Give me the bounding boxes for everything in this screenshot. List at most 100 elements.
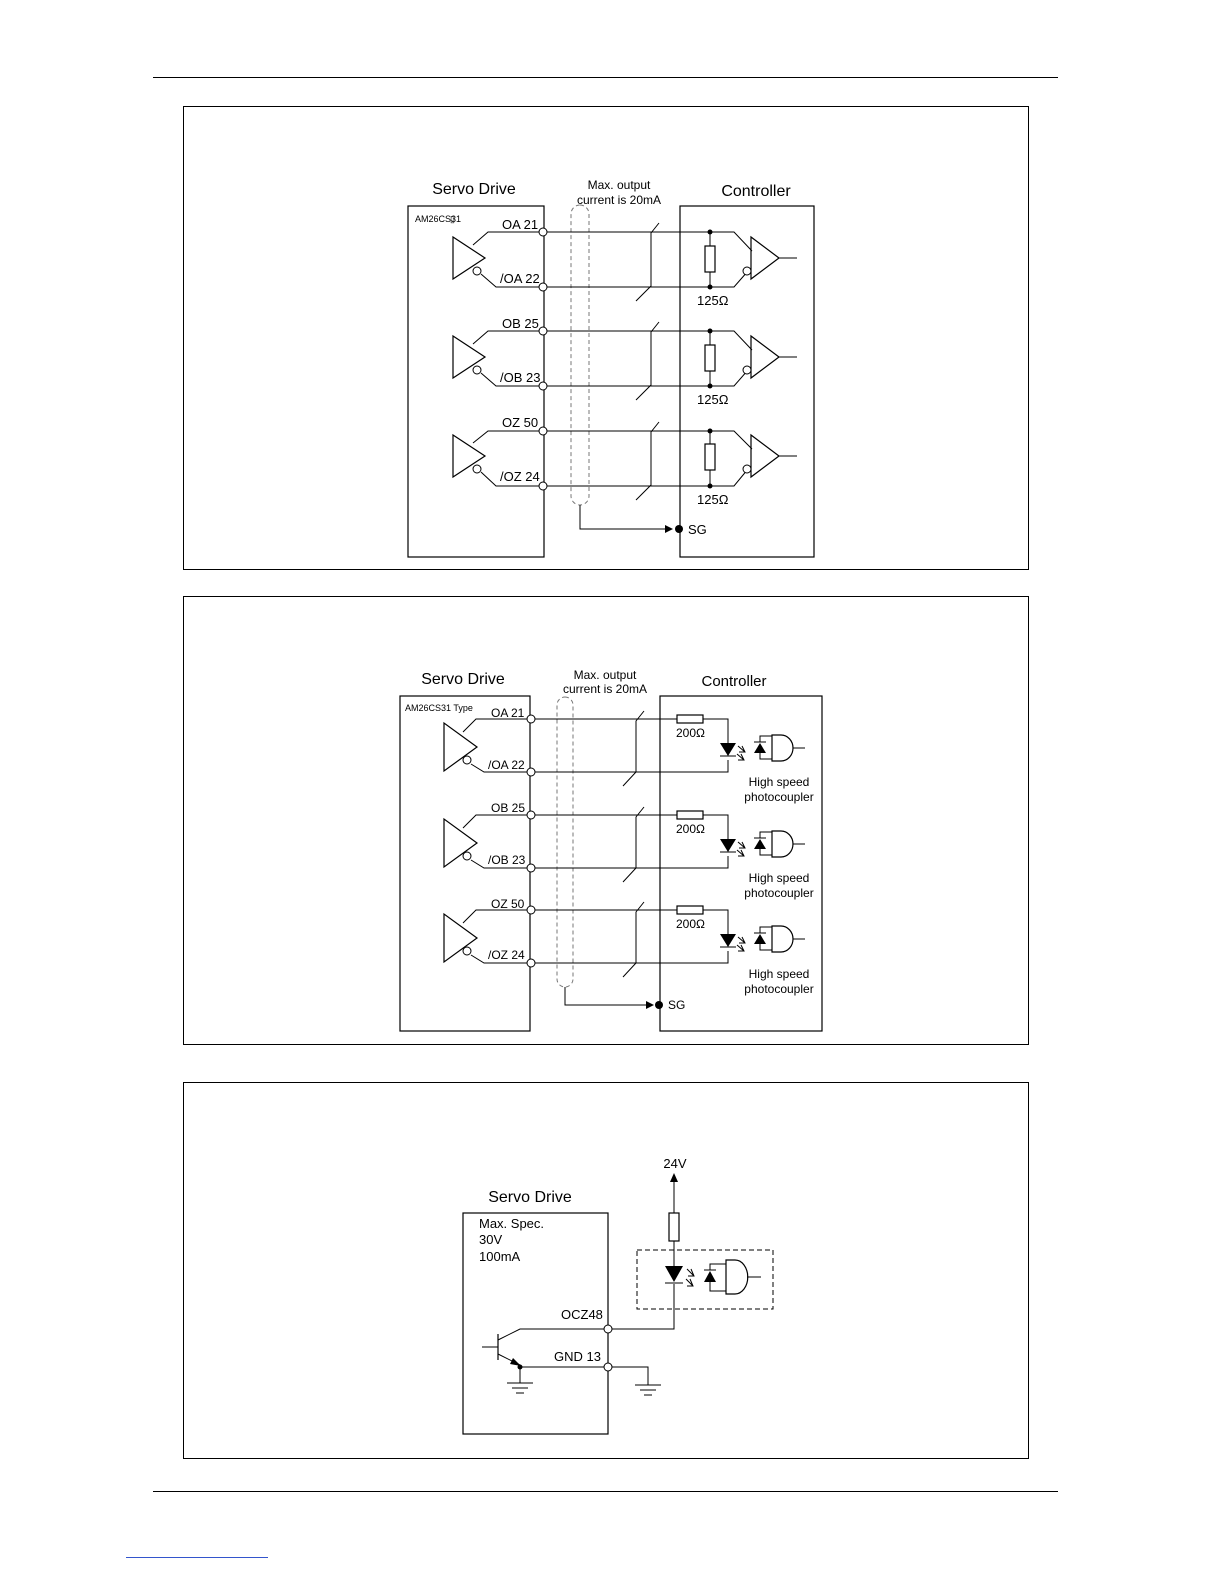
servo-drive-box [462, 1212, 609, 1435]
spec-line-1: Max. Spec. [479, 1216, 544, 1231]
series-resistor-b [676, 810, 704, 820]
pin-label-oa: OA 21 [491, 706, 525, 720]
ground-icon [507, 1382, 533, 1394]
driver-chip-label: AM26CS31 Type [405, 703, 473, 713]
line-receiver-b [750, 334, 780, 380]
coupler-label-b-line1: High speed [749, 871, 810, 885]
controller-box [679, 205, 815, 558]
led-diode-icon [720, 934, 736, 947]
terminal-ocz [603, 1324, 613, 1334]
diagram-panel-1: Servo Drive Controller Max. output curre… [183, 106, 1029, 570]
terminal-noa [538, 282, 548, 292]
line-driver-a [452, 235, 487, 281]
photodiode-icon [704, 1271, 716, 1282]
led-diode-icon [665, 1266, 683, 1282]
led-diode-icon [720, 743, 736, 756]
sg-label: SG [688, 522, 707, 537]
resistor-value-b: 125Ω [697, 392, 729, 407]
channel-b: OB 25 /OB 23 125Ω [452, 316, 797, 407]
coupler-label-a-line1: High speed [749, 775, 810, 789]
npn-transistor-icon [482, 1328, 608, 1366]
line-driver-wiring-diagram: Servo Drive Controller Max. output curre… [407, 178, 815, 558]
coupler-label-a-line2: photocoupler [744, 790, 813, 804]
channel-a: OA 21 /OA 22 125Ω [452, 217, 797, 308]
terminal-nob [526, 863, 536, 873]
photodiode-icon [754, 934, 766, 944]
terminal-nob [538, 381, 548, 391]
pin-label-ob: OB 25 [491, 801, 525, 815]
line-receiver-a [750, 235, 780, 281]
spec-line-2: 30V [479, 1232, 502, 1247]
channel-z: OZ 50 /OZ 24 125Ω [452, 415, 797, 507]
photodiode-icon [754, 839, 766, 849]
pin-label-gnd: GND 13 [554, 1349, 601, 1364]
controller-box [659, 695, 823, 1032]
spec-line-3: 100mA [479, 1249, 521, 1264]
terminal-oa [526, 714, 536, 724]
shield-ground-wire [564, 987, 652, 1006]
supply-voltage-label: 24V [663, 1156, 686, 1171]
series-resistor-a [676, 714, 704, 724]
line-driver-z [443, 912, 479, 964]
coupler-label-z-line2: photocoupler [744, 982, 813, 996]
ground-icon [635, 1384, 661, 1396]
arrow-up-icon [670, 1173, 678, 1182]
pin-label-ocz: OCZ48 [561, 1307, 603, 1322]
diagram-panel-3: Servo Drive Max. Spec. 30V 100mA OCZ48 G… [183, 1082, 1029, 1459]
max-current-label: current is 20mA [563, 682, 647, 696]
resistor-value-z: 125Ω [697, 492, 729, 507]
terminating-resistor-a [704, 245, 716, 273]
led-diode-icon [720, 839, 736, 852]
photocoupler-gate [725, 1259, 749, 1295]
open-collector-wiring-diagram: Servo Drive Max. Spec. 30V 100mA OCZ48 G… [462, 1156, 774, 1435]
pin-label-noz: /OZ 24 [488, 948, 525, 962]
terminal-ob [538, 326, 548, 336]
pin-label-noa: /OA 22 [488, 758, 525, 772]
resistor-value-a: 125Ω [697, 293, 729, 308]
pin-label-oz: OZ 50 [502, 415, 538, 430]
terminal-oz [526, 905, 536, 915]
line-driver-a [443, 721, 479, 773]
servo-drive-title: Servo Drive [421, 671, 505, 688]
servo-drive-title: Servo Drive [432, 181, 516, 198]
photocoupler-outline [636, 1249, 774, 1310]
pin-label-nob: /OB 23 [488, 853, 526, 867]
pin-label-oa: OA 21 [502, 217, 538, 232]
photocoupler-gate-a [771, 734, 794, 762]
max-output-label: Max. output [574, 668, 637, 682]
shielded-cable [556, 696, 574, 988]
pin-label-noa: /OA 22 [500, 271, 540, 286]
coupler-label-z-line1: High speed [749, 967, 810, 981]
terminal-oz [538, 426, 548, 436]
max-current-label: current is 20mA [577, 193, 661, 207]
photocoupler-gate-z [771, 925, 794, 953]
driver-chip-label: AM26CS31 [415, 214, 461, 224]
max-output-label: Max. output [588, 178, 651, 192]
footer-rule [153, 1491, 1058, 1492]
line-driver-b [443, 817, 479, 869]
photodiode-icon [754, 743, 766, 753]
pull-up-resistor [668, 1212, 680, 1242]
channel-a: OA 21 /OA 22 200Ω High speed photocouple… [443, 706, 814, 804]
terminating-resistor-z [704, 443, 716, 471]
terminal-oa [538, 227, 548, 237]
terminal-ob [526, 810, 536, 820]
line-driver-z [452, 433, 487, 479]
servo-drive-box [399, 695, 531, 1032]
coupler-label-b-line2: photocoupler [744, 886, 813, 900]
footnote-separator [126, 1557, 268, 1558]
servo-drive-box [407, 205, 545, 558]
chip-glyph: ▯ [450, 214, 455, 224]
terminal-noz [538, 481, 548, 491]
pin-label-noz: /OZ 24 [500, 469, 540, 484]
terminal-gnd [603, 1362, 613, 1372]
terminating-resistor-b [704, 344, 716, 372]
resistor-value-b: 200Ω [676, 822, 705, 836]
arrow-icon [665, 525, 673, 533]
resistor-value-a: 200Ω [676, 726, 705, 740]
shield-ground-wire [579, 505, 671, 530]
series-resistor-z [676, 905, 704, 915]
photocoupler-wiring-diagram: Servo Drive Controller Max. output curre… [399, 668, 823, 1032]
pin-label-ob: OB 25 [502, 316, 539, 331]
controller-title: Controller [721, 183, 791, 200]
